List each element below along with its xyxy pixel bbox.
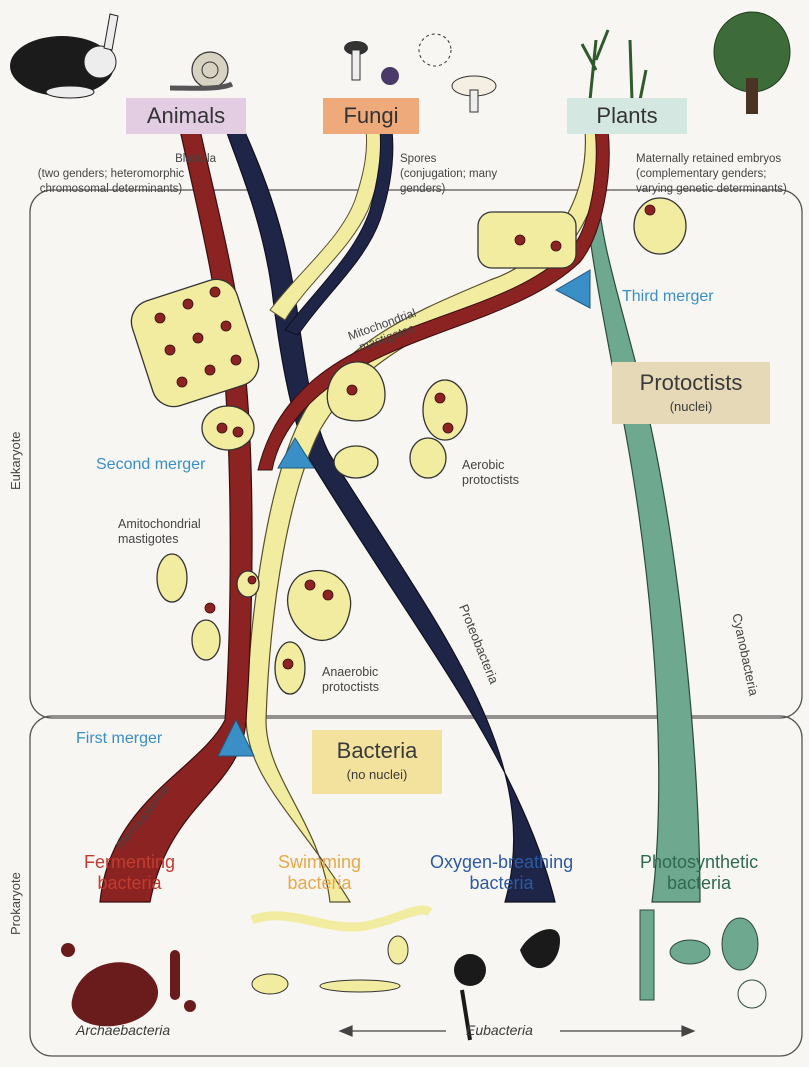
eukaryote-label: Eukaryote: [8, 431, 23, 490]
fungi-description: Spores (conjugation; many genders): [400, 152, 497, 197]
amito-mastigotes-line2: mastigotes: [118, 532, 201, 547]
fungi-desc-line2: (conjugation; many: [400, 167, 497, 182]
anaerobic-line2: protoctists: [322, 680, 379, 695]
anaerobic-protoctists-label: Anaerobic protoctists: [322, 665, 379, 695]
oxygen-bacteria-label: Oxygen-breathing bacteria: [430, 852, 573, 894]
amito-mastigotes-label: Amitochondrial mastigotes: [118, 517, 201, 547]
swimming-bacteria-label: Swimming bacteria: [278, 852, 361, 894]
photosynthetic-line1: Photosynthetic: [640, 852, 758, 873]
tree-icon: [714, 12, 790, 114]
oxygen-line2: bacteria: [430, 873, 573, 894]
fermenting-bacteria-branch: [100, 130, 252, 902]
aerobic-line1: Aerobic: [462, 458, 519, 473]
photosynthetic-bacteria-label: Photosynthetic bacteria: [640, 852, 758, 894]
archaebacteria-icon: [61, 943, 196, 1026]
aerobic-protoctists-label: Aerobic protoctists: [462, 458, 519, 488]
photosynthetic-line2: bacteria: [640, 873, 758, 894]
animals-desc-line2: (two genders; heteromorphic: [6, 167, 216, 182]
plant-icon: [582, 30, 646, 100]
fermenting-bacteria-label: Fermenting bacteria: [84, 852, 175, 894]
fungi-desc-line1: Spores: [400, 152, 497, 167]
third-merger-label: Third merger: [622, 288, 714, 306]
bacteria-subtitle: (no nuclei): [312, 767, 442, 782]
plants-description: Maternally retained embryos (complementa…: [636, 152, 787, 197]
oxygen-line1: Oxygen-breathing: [430, 852, 573, 873]
first-merger-label: First merger: [76, 730, 162, 748]
rabbit-icon: [10, 14, 118, 98]
fungi-desc-line3: genders): [400, 182, 497, 197]
plants-label: Plants: [567, 98, 687, 134]
aerobic-line2: protoctists: [462, 473, 519, 488]
cyanobacteria-icon: [640, 910, 766, 1008]
amito-mastigotes-line1: Amitochondrial: [118, 517, 201, 532]
archaebacteria-label: Archaebacteria: [76, 1022, 170, 1038]
swimming-line2: bacteria: [278, 873, 361, 894]
fermenting-line1: Fermenting: [84, 852, 175, 873]
animals-desc-line3: chromosomal determinants): [6, 182, 216, 197]
animals-description: Blastula (two genders; heteromorphic chr…: [6, 152, 216, 197]
animals-desc-line1: Blastula: [6, 152, 216, 167]
bacteria-title: Bacteria: [312, 738, 442, 764]
prokaryote-label: Prokaryote: [8, 872, 23, 935]
anaerobic-line1: Anaerobic: [322, 665, 379, 680]
eubacteria-label: Eubacteria: [466, 1022, 533, 1038]
bacteria-box: Bacteria (no nuclei): [312, 730, 442, 794]
snail-icon: [170, 52, 232, 88]
fungi-label: Fungi: [323, 98, 419, 134]
plants-desc-line3: varying genetic determinants): [636, 182, 787, 197]
fermenting-line2: bacteria: [84, 873, 175, 894]
protoctists-subtitle: (nuclei): [612, 399, 770, 414]
plants-desc-line2: (complementary genders;: [636, 167, 787, 182]
plants-desc-line1: Maternally retained embryos: [636, 152, 787, 167]
second-merger-label: Second merger: [96, 456, 205, 474]
animals-label: Animals: [126, 98, 246, 134]
swimming-bacteria-icon: [252, 910, 430, 994]
protoctists-box: Protoctists (nuclei): [612, 362, 770, 424]
protoctists-title: Protoctists: [612, 370, 770, 396]
swimming-line1: Swimming: [278, 852, 361, 873]
